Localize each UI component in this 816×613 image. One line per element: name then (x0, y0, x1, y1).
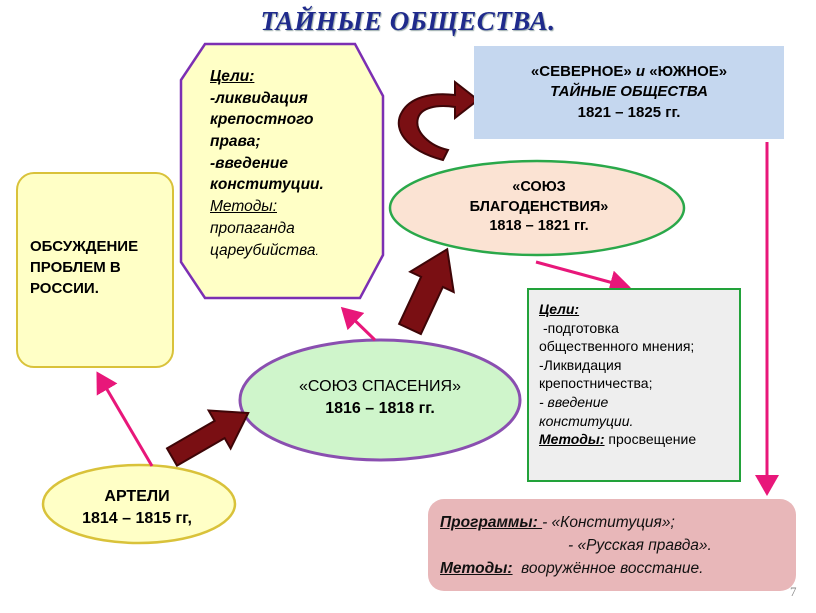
welfare-years: 1818 – 1821 гг. (489, 218, 589, 235)
methods-row: Методы: просвещение (539, 430, 731, 449)
salvation-years: 1816 – 1818 гг. (325, 400, 435, 418)
union-goals-text: Цели: -ликвидация крепостного права; -вв… (210, 66, 370, 261)
artels-name: АРТЕЛИ (104, 488, 170, 505)
artels-ellipse (41, 463, 237, 545)
salvation-ellipse (238, 338, 522, 462)
page-title: ТАЙНЫЕ ОБЩЕСТВА. (260, 6, 556, 36)
welfare-text: «СОЮЗ БЛАГОДЕНСТВИЯ» 1818 – 1821 гг. (392, 178, 686, 237)
salvation-text: «СОЮЗ СПАСЕНИЯ» 1816 – 1818 гг. (246, 376, 514, 420)
welfare-name: БЛАГОДЕНСТВИЯ» (469, 198, 609, 215)
methods-value: вооружённое восстание. (512, 559, 704, 577)
goals-heading: Цели: (210, 68, 255, 85)
discussion-line: ПРОБЛЕМ В (30, 259, 121, 276)
programs-box: Программы: - «Конституция»; - «Русская п… (428, 499, 796, 591)
methods-end: . (315, 243, 319, 258)
goals-line: крепостного (210, 111, 314, 129)
curved-arrow-to-north-south (397, 79, 480, 162)
goals-line: -ликвидация (210, 89, 308, 107)
north-south-years: 1821 – 1825 гг. (577, 103, 681, 121)
artels-text: АРТЕЛИ 1814 – 1815 гг, (42, 486, 232, 529)
artels-years: 1814 – 1815 гг, (82, 509, 192, 527)
welfare-name: «СОЮЗ (512, 179, 566, 195)
goals-line: -введение (210, 154, 288, 172)
program-item: - «Русская правда». (568, 536, 712, 554)
north-south-box: «СЕВЕРНОЕ» и «ЮЖНОЕ» ТАЙНЫЕ ОБЩЕСТВА 182… (474, 46, 784, 139)
goals-line: - введение (539, 394, 609, 411)
arrow-artels-to-discussion (96, 371, 154, 467)
north-label: «СЕВЕРНОЕ» (530, 63, 632, 80)
block-arrow-salvation-to-welfare (397, 247, 455, 336)
arrow-welfare-to-goals (535, 260, 631, 294)
goals-line: конституции. (539, 412, 634, 429)
program-item: - «Конституция»; (542, 514, 675, 531)
goals-line: общественного мнения; (539, 338, 695, 355)
discussion-line: ОБСУЖДЕНИЕ (30, 238, 139, 255)
goals-line: конституции. (210, 176, 324, 194)
arrow-salvation-to-goals (340, 306, 377, 342)
goals-line: крепостничества; (539, 375, 653, 392)
north-south-line2: ТАЙНЫЕ ОБЩЕСТВА (550, 83, 708, 101)
goals-heading: Цели: (539, 301, 580, 317)
welfare-ellipse (388, 159, 686, 257)
programs-row3: Методы: вооружённое восстание. (440, 558, 796, 581)
block-arrow-artels-to-salvation (165, 409, 250, 468)
page-number: 7 (790, 584, 797, 599)
north-south-line1: «СЕВЕРНОЕ» и «ЮЖНОЕ» (474, 62, 784, 82)
south-label: «ЮЖНОЕ» (649, 63, 728, 80)
goals-line: права; (210, 133, 261, 151)
methods-value: просвещение (604, 431, 697, 448)
welfare-goals-box: Цели: -подготовка общественного мнения; … (527, 288, 741, 482)
conjunction: и (631, 63, 650, 80)
goals-line: -Ликвидация (539, 356, 622, 373)
goals-octagon (179, 42, 385, 300)
goals-line: -подготовка (543, 319, 619, 336)
programs-label: Программы: (440, 514, 543, 531)
methods-label: Методы: (440, 559, 513, 577)
methods-line: цареубийства (210, 241, 316, 259)
methods-line-last: цареубийства. (210, 240, 370, 262)
methods-label: Методы: (539, 431, 605, 448)
methods-heading: Методы: (210, 198, 277, 216)
salvation-name: «СОЮЗ СПАСЕНИЯ» (299, 378, 461, 395)
discussion-box: ОБСУЖДЕНИЕ ПРОБЛЕМ В РОССИИ. (16, 172, 174, 368)
programs-row1: Программы: - «Конституция»; (440, 512, 796, 535)
discussion-line: РОССИИ. (30, 280, 99, 297)
methods-line: пропаганда (210, 219, 295, 237)
